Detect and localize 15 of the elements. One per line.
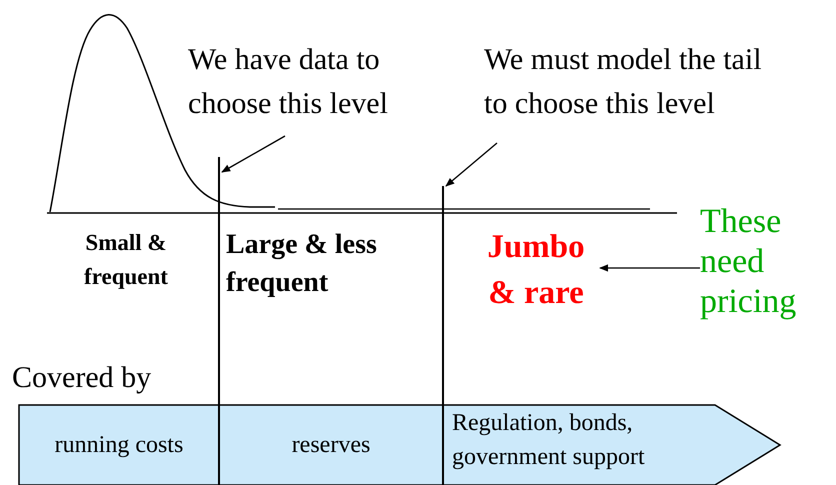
arrow	[599, 264, 700, 272]
arrow	[221, 135, 286, 173]
note-text: We have data to choose this level	[188, 38, 443, 128]
band-text: running costs	[22, 425, 216, 465]
band-text: reserves	[222, 425, 440, 465]
row-label: Covered by	[12, 360, 152, 396]
band-text: Regulation, bonds, government support	[452, 406, 714, 482]
category-label: Jumbo & rare	[472, 224, 600, 318]
arrow	[445, 142, 498, 187]
category-label: Small & frequent	[58, 226, 194, 298]
threshold-line	[442, 186, 444, 485]
note-text: These need pricing	[700, 202, 832, 328]
threshold-line	[218, 157, 220, 485]
category-label: Large & less frequent	[226, 226, 406, 306]
note-text: We must model the tail to choose this level	[484, 38, 782, 128]
